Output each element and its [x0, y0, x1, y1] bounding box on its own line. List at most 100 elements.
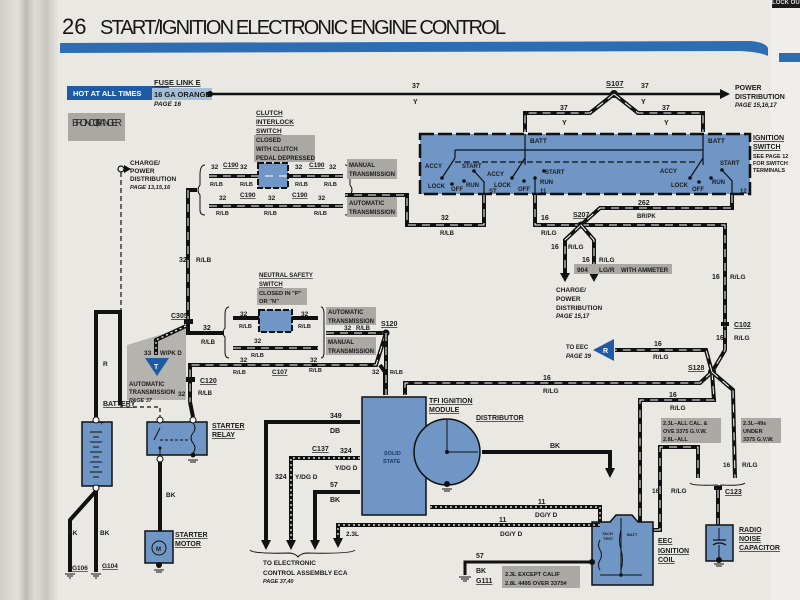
ign-off: OFF	[451, 187, 463, 193]
coil-variant-note: 2.8L–ALL	[663, 437, 688, 443]
power-dist-label: POWER	[735, 85, 761, 92]
wire-number: 32	[203, 325, 211, 332]
starter-motor[interactable]	[144, 530, 174, 564]
wire-color: R/LB	[390, 370, 403, 376]
g111-note-box	[502, 566, 580, 588]
neutral-safety-switch[interactable]	[258, 309, 293, 333]
ammeter-note: WITH AMMETER	[621, 268, 669, 274]
wire-262-brpk	[579, 195, 734, 227]
wire-color: BK	[550, 443, 560, 450]
connector-t-label: T	[154, 364, 159, 371]
wire-color: R/LG	[670, 405, 686, 412]
wire-color: R/LB	[201, 340, 216, 346]
tfi-title: TFI IGNITION	[429, 398, 473, 405]
ammeter-circuit: 904	[577, 267, 588, 274]
wire-color: R/LB	[440, 231, 455, 237]
wire-number: 32	[240, 164, 248, 171]
wire-number: 37	[560, 105, 568, 112]
wire-16-to-coil	[638, 371, 717, 530]
starter-relay-label: STARTER	[212, 423, 245, 430]
vehicle-box	[68, 113, 125, 141]
wire-number: 37	[662, 105, 670, 112]
connector-label: C305	[171, 313, 188, 320]
wire-color: R/LG	[671, 488, 687, 495]
manual-trans-label: TRANSMISSION	[349, 172, 395, 178]
coil-label: EEC	[658, 538, 672, 545]
wire-color: DB	[330, 428, 340, 435]
wire-color: R/LG	[599, 257, 615, 264]
hot-at-all-times-label: HOT AT ALL TIMES	[73, 89, 141, 98]
ground-label: G111	[476, 578, 492, 585]
wire-color: R/LB	[233, 370, 246, 376]
wire-color: R/LB	[356, 326, 371, 332]
connector-label: C123	[725, 489, 742, 496]
splice-label: S128	[688, 365, 704, 372]
wire-37-batt1	[523, 92, 616, 132]
wire-number: 32	[301, 311, 309, 318]
splice-label: S107	[606, 79, 624, 88]
ground-label: G104	[102, 563, 118, 570]
connector-label: C190	[292, 192, 308, 199]
ign-start: START	[462, 164, 482, 170]
wire-37-batt2	[612, 92, 705, 132]
tfi-title: MODULE	[429, 407, 460, 414]
cap-variant-note-box	[741, 418, 781, 443]
charge-power-left-label: DISTRIBUTION	[130, 176, 177, 183]
ign-accy: ACCY	[425, 164, 442, 170]
ign-batt-label: BATT	[530, 138, 547, 145]
wire-number: 16	[712, 274, 720, 281]
wire-number: 262	[638, 200, 650, 207]
wire-32-rlb-vertical	[186, 188, 197, 322]
manual-trans-label: MANUAL	[349, 163, 375, 169]
auto-trans-label: AUTOMATIC	[349, 201, 385, 207]
neutral-switch-title: NEUTRAL SAFETY	[259, 273, 313, 279]
wire-bk-distributor	[482, 450, 612, 470]
auto-trans-label: AUTOMATIC	[328, 310, 364, 316]
battery-plus-icon: +	[100, 421, 104, 427]
wire-number: 16	[654, 341, 662, 348]
battery-label: BATTERY	[103, 401, 136, 408]
wire-color: BR/PK	[637, 214, 656, 220]
coil-batt-label: BATT	[627, 532, 638, 537]
arrow-icon	[286, 540, 296, 550]
starter-relay[interactable]	[146, 421, 208, 456]
charge-power-page: PAGE 15,17	[556, 314, 590, 320]
wire-color: Y	[664, 120, 669, 127]
to-eec-page: PAGE 39	[566, 354, 592, 360]
battery[interactable]	[81, 421, 113, 487]
wire-number: 16	[541, 215, 549, 222]
power-dist-label: DISTRIBUTION	[735, 94, 785, 101]
wire-color: Y	[413, 99, 418, 106]
tfi-inner-label: SOLID	[384, 451, 401, 457]
wire-number: 16	[723, 462, 731, 469]
eca-label: TO ELECTRONIC	[263, 560, 316, 567]
connector-t-icon	[145, 358, 169, 376]
ign-lock: LOCK	[671, 183, 689, 189]
ignition-switch[interactable]	[418, 132, 752, 196]
manual-trans-label: TRANSMISSION	[328, 349, 374, 355]
capacitor-label: RADIO	[739, 527, 762, 534]
page-number: 26	[62, 14, 86, 39]
connector-c305	[184, 319, 193, 324]
arrow-icon	[124, 165, 131, 173]
eec-ignition-coil[interactable]	[591, 514, 654, 586]
wire-number: 349	[330, 413, 342, 420]
starter-motor-label: MOTOR	[175, 541, 201, 548]
wire-color: BK	[166, 492, 176, 499]
eca-label: CONTROL ASSEMBLY ECA	[263, 570, 348, 577]
wire-color: BK	[330, 497, 340, 504]
ignition-switch-title: IGNITION	[753, 135, 784, 142]
arrow-icon	[261, 540, 271, 550]
page-title: START/IGNITION ELECTRONIC ENGINE CONTROL	[100, 17, 506, 39]
wire-color: BK	[476, 568, 486, 575]
charge-power-label: DISTRIBUTION	[556, 305, 603, 312]
clutch-switch-title: SWITCH	[256, 128, 282, 135]
wire-number: 32	[329, 164, 337, 171]
manual-trans-note-box	[347, 159, 397, 179]
ign-start: START	[545, 170, 565, 176]
splice-label: S120	[381, 321, 397, 328]
arrow-icon	[310, 540, 320, 550]
power-dist-page: PAGE 15,16,17	[735, 103, 777, 109]
wire-11-dgyd-b	[336, 523, 600, 540]
